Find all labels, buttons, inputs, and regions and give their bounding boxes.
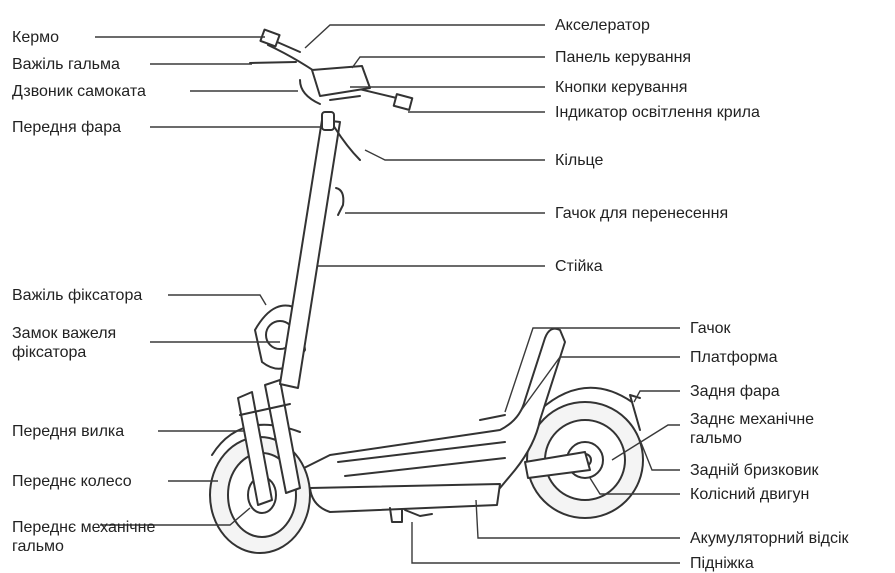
label-carry-hook: Гачок для перенесення <box>555 205 729 222</box>
rear-fender <box>539 386 641 431</box>
label-hook: Гачок <box>690 320 731 337</box>
label-control-buttons: Кнопки керування <box>555 79 688 96</box>
deck <box>299 327 566 501</box>
label-handlebar: Кермо <box>12 29 60 46</box>
label-ring: Кільце <box>555 152 604 169</box>
label-latch-lever: Важіль фіксатора <box>12 287 143 304</box>
label-rear-fender: Задній бризковик <box>690 462 819 479</box>
label-hub-motor: Колісний двигун <box>690 486 810 503</box>
label-accelerator: Акселератор <box>555 17 650 34</box>
label-rear-light: Задня фара <box>690 383 780 400</box>
label-fender-light-indicator: Індикатор освітлення крила <box>555 104 760 121</box>
label-stem: Стійка <box>555 258 603 275</box>
stem <box>279 119 341 389</box>
label-front-fork: Передня вилка <box>12 423 125 440</box>
label-front-wheel: Переднє колесо <box>12 473 132 490</box>
label-latch-lever-lock: Замок важеля фіксатора <box>12 325 117 361</box>
front-fork <box>237 391 273 506</box>
label-brake-lever: Важіль гальма <box>12 56 120 73</box>
label-deck: Платформа <box>690 349 778 366</box>
scooter-illustration <box>209 28 644 554</box>
label-headlight: Передня фара <box>12 119 121 136</box>
label-rear-mechanical-brake: Заднє механічне гальмо <box>690 411 815 447</box>
label-front-mechanical-brake: Переднє механічне гальмо <box>12 519 156 555</box>
label-kickstand: Підніжка <box>690 555 754 572</box>
label-scooter-bell: Дзвоник самоката <box>12 83 146 100</box>
label-dashboard: Панель керування <box>555 49 692 66</box>
label-battery-compartment: Акумуляторний відсік <box>690 530 849 547</box>
leader-lines <box>95 24 680 564</box>
